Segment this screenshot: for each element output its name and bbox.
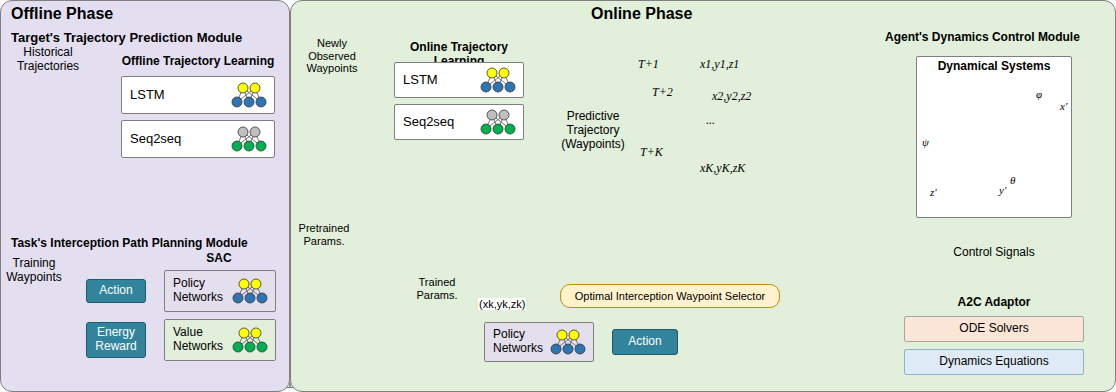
dataset-node: Historical Trajectories [8,44,88,156]
node-text: Historical Trajectories [10,46,86,74]
document-shape: Pretrained Params. [288,221,360,255]
node-text: Trained Params. [400,276,474,301]
waypoint-label: T+K [640,146,663,159]
action-box: Action [612,329,678,355]
node-text: A2C Adaptor [958,296,1031,310]
sac-box: SAC ActionEnergy Reward Policy NetworksVal… [76,250,282,382]
module-box: Target's Trajectory Prediction ModuleHis… [5,28,874,231]
waypoints-node: Newly Observed Waypoints [292,36,372,128]
hexagon-box: Control Signals [924,240,1064,266]
learning-box: Offline Trajectory LearningLSTM Seq2seq [113,52,283,166]
node-text: Newly Observed Waypoints [293,37,371,75]
network-box: LSTM [394,62,524,98]
edge-label: (xk,yk,zk) [478,298,526,310]
node-text: LSTM [130,88,165,103]
node-text: Dynamics Equations [939,355,1048,369]
node-text: Optimal Interception Waypoint Selector [575,290,765,303]
axis-label: x' [1060,100,1067,112]
axis-label: ψ [922,136,929,148]
node-text: LSTM [403,73,438,88]
network-box: LSTM [121,76,275,114]
equation-box: Dynamics Equations [904,349,1084,375]
network-icon [229,124,269,154]
node-text: Online Phase [591,5,692,23]
document-shape: Trained Params. [398,276,476,308]
node-text: Seq2seq [130,132,181,147]
action-box: Energy Reward [86,322,146,358]
network-icon [478,107,518,137]
node-text: Control Signals [953,246,1034,260]
learning-box: Online Trajectory LearningLSTMSeq2seq [386,38,532,148]
waypoint-label: x2,y2,z2 [712,90,751,103]
node-text: ODE Solvers [959,322,1028,336]
selector-box: Optimal Interception Waypoint Selector [560,284,780,308]
node-text: Seq2seq [403,115,454,130]
network-icon [230,276,270,306]
node-text: Action [99,284,132,298]
node-text: Pretrained Params. [290,222,358,247]
node-text: SAC [206,252,231,266]
network-icon [478,65,518,95]
module-box: Task's Interception Path Planning Module… [5,235,874,388]
solver-box: ODE Solvers [904,316,1084,342]
waypoint-label: xK,yK,zK [700,162,745,175]
node-text: Value Networks [173,326,227,354]
axis-label: φ [1036,88,1042,100]
network-icon [230,325,270,355]
axis-label: y' [999,184,1006,196]
adaptor-box: A2C AdaptorODE SolversDynamics Equations [894,294,1094,384]
network-icon [229,80,269,110]
node-text: Action [628,335,661,349]
node-text: Training Waypoints [5,257,63,285]
node-text: Predictive Trajectory (Waypoints) [558,110,628,151]
node-text: Policy Networks [493,328,545,356]
module-box: Agent's Dynamics Control ModuleDynamical… [879,28,1111,388]
node-text: Task's Interception Path Planning Module [11,237,248,251]
network-box: Policy Networks [484,322,594,362]
waypoint-label: T+2 [652,86,673,99]
network-icon [548,327,588,357]
action-box: Action [86,279,146,303]
node-text: Offline Phase [11,5,113,23]
node-text: Offline Trajectory Learning [122,55,275,69]
network-box: Seq2seq [394,104,524,140]
waypoint-label: T+1 [638,58,659,71]
system-box: Dynamical Systems [916,56,1072,218]
axis-label: θ [1010,174,1015,186]
node-text: Target's Trajectory Prediction Module [11,31,242,46]
network-box: Policy Networks [164,270,276,312]
waypoint-label: ... [706,114,715,127]
node-text: Policy Networks [173,277,227,305]
network-box: Value Networks [164,319,276,361]
ellipse-node: Predictive Trajectory (Waypoints) [550,32,790,230]
node-text: Energy Reward [87,326,145,354]
waypoints-node: Training Waypoints [4,256,64,364]
axis-label: z' [930,186,937,198]
node-text: Agent's Dynamics Control Module [885,31,1080,45]
waypoint-label: x1,y1,z1 [700,58,739,71]
node-text: Dynamical Systems [938,60,1051,74]
network-box: Seq2seq [121,120,275,158]
